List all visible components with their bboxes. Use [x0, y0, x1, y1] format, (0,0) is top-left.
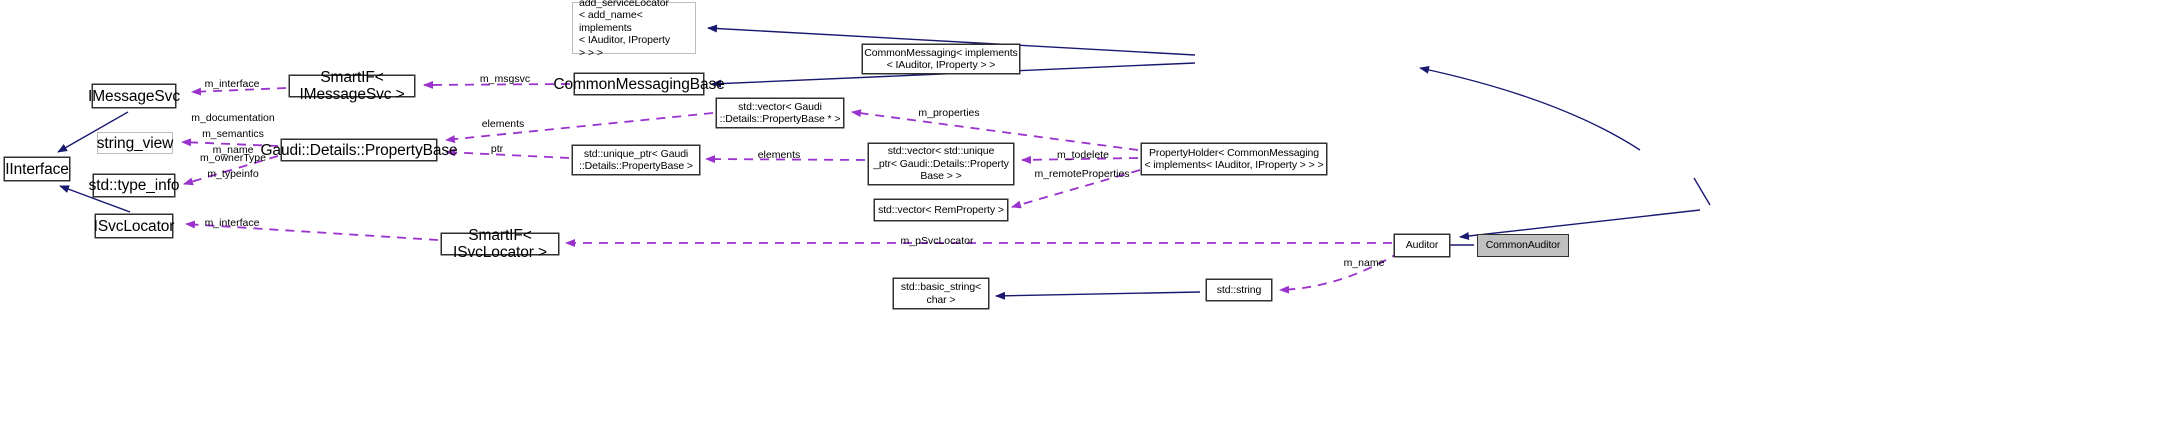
node-gaudi-details-propertybase[interactable]: Gaudi::Details::PropertyBase [260, 139, 458, 161]
edge-label-m-properties: m_properties [918, 107, 980, 119]
node-string-view[interactable]: string_view [97, 132, 173, 154]
node-propertyholder[interactable]: PropertyHolder< CommonMessaging < implem… [1141, 143, 1327, 175]
node-commonmessaging[interactable]: CommonMessaging< implements < IAuditor, … [862, 44, 1020, 74]
edge-label-ptr: ptr [490, 143, 504, 155]
node-iinterface[interactable]: IInterface [4, 157, 70, 181]
node-smartif-isvclocator[interactable]: SmartIF< ISvcLocator > [441, 227, 559, 261]
edge-label-elements-bottom: elements [757, 149, 801, 161]
edge-label-m-msgsvc: m_msgsvc [479, 73, 531, 85]
edge-label-m-interface-top: m_interface [204, 78, 260, 90]
edge-label-m-name: m_name [1343, 257, 1385, 269]
node-commonauditor[interactable]: CommonAuditor [1477, 234, 1569, 257]
node-std-string[interactable]: std::string [1206, 279, 1272, 301]
node-vector-unique-ptr[interactable]: std::vector< std::unique _ptr< Gaudi::De… [868, 143, 1014, 185]
node-vector-propertybase-ptr[interactable]: std::vector< Gaudi ::Details::PropertyBa… [716, 98, 844, 128]
node-unique-ptr-propertybase[interactable]: std::unique_ptr< Gaudi ::Details::Proper… [572, 145, 700, 175]
edge-label-m-remoteproperties: m_remoteProperties [1034, 168, 1130, 180]
edge-label-m-interface-bottom: m_interface [204, 217, 260, 229]
node-auditor[interactable]: Auditor [1394, 234, 1450, 257]
node-add-servicelocator[interactable]: add_serviceLocator < add_name< implement… [572, 0, 696, 59]
node-std-type-info[interactable]: std::type_info [89, 174, 180, 197]
edge-label-m-todelete: m_todelete [1057, 149, 1109, 161]
node-commonmessagingbase[interactable]: CommonMessagingBase [553, 73, 725, 95]
node-smartif-imessagesvc[interactable]: SmartIF< IMessageSvc > [289, 69, 415, 103]
edge-label-m-ownertype: m_ownerType m_typeinfo [200, 152, 266, 180]
edge-label-m-documentation: m_documentation m_semantics m_name [191, 112, 275, 156]
node-basic-string-char[interactable]: std::basic_string< char > [893, 278, 989, 309]
edge-label-elements-top: elements [481, 118, 525, 130]
node-imessagesvc[interactable]: IMessageSvc [88, 84, 180, 108]
node-vector-remproperty[interactable]: std::vector< RemProperty > [874, 199, 1008, 221]
node-isvclocator[interactable]: ISvcLocator [94, 214, 174, 238]
edge-label-m-psvclocator: m_pSvcLocator [900, 235, 974, 247]
